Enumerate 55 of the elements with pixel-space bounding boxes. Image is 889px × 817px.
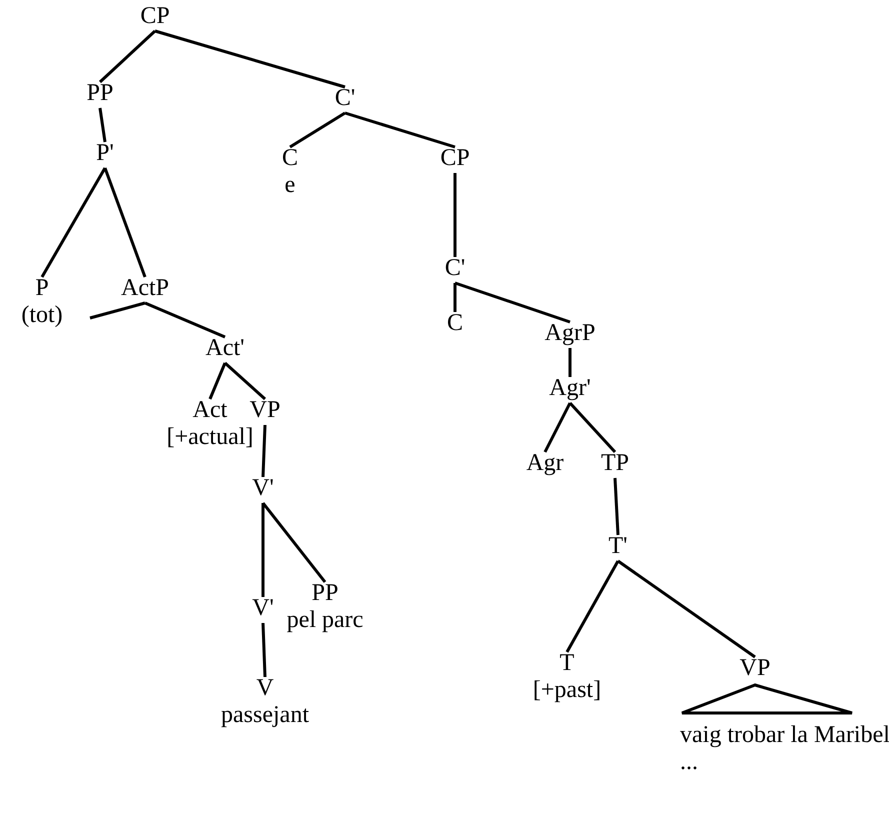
leaf-text: passejant xyxy=(221,702,309,729)
node-label: PP xyxy=(86,80,114,107)
tree-branch-line xyxy=(90,302,146,320)
node-label: T' xyxy=(608,533,628,560)
tree-branch-line xyxy=(262,622,266,678)
node-label: ActP xyxy=(121,275,169,302)
node-label: CP xyxy=(440,145,470,172)
tree-branch-line xyxy=(224,362,266,400)
node-label: C' xyxy=(334,85,356,112)
tree-branch-line xyxy=(98,108,106,142)
tree-branch-line xyxy=(568,348,572,377)
node-label: VP xyxy=(740,655,770,682)
node-label: C xyxy=(447,310,463,337)
tree-branch-line xyxy=(544,402,572,453)
node-label: AgrP xyxy=(544,320,596,347)
tree-branch-line xyxy=(208,362,226,400)
node-label: Act' xyxy=(206,335,244,362)
node-label: V' xyxy=(252,475,274,502)
node-label: P xyxy=(34,275,50,302)
tree-branch-line xyxy=(104,167,146,278)
node-label: PP xyxy=(310,580,340,607)
tree-branch-line xyxy=(568,402,616,454)
node-label: V xyxy=(255,675,275,702)
tree-branch-line xyxy=(262,502,326,583)
leaf-text: (tot) xyxy=(21,302,63,329)
leaf-text: ... xyxy=(680,749,699,776)
tree-branch-line xyxy=(40,167,106,278)
leaf-text: pel parc xyxy=(286,607,364,634)
tree-branch-line xyxy=(566,560,620,653)
leaf-text: [+past] xyxy=(532,677,602,704)
node-label: TP xyxy=(601,450,629,477)
leaf-text: [+actual] xyxy=(166,424,254,451)
node-label: V' xyxy=(252,595,274,622)
node-label: C' xyxy=(444,255,466,282)
tree-branch-line xyxy=(454,283,456,312)
node-label: Agr xyxy=(526,450,564,477)
tree-branch-line xyxy=(614,478,620,536)
node-label: Agr' xyxy=(549,375,591,402)
tree-branch-line xyxy=(154,30,346,88)
node-label: T xyxy=(558,650,576,677)
leaf-text: e xyxy=(284,172,296,199)
tree-branch-line xyxy=(98,30,156,84)
tree-branch-line xyxy=(454,282,570,324)
tree-branch-line xyxy=(454,173,456,257)
node-label: Act xyxy=(192,397,228,424)
node-label: CP xyxy=(140,3,170,30)
tree-branch-line xyxy=(289,112,346,148)
tree-branch-line xyxy=(262,424,266,478)
node-label: P' xyxy=(96,140,114,167)
node-label: C xyxy=(282,145,298,172)
tree-branch-line xyxy=(262,503,264,597)
tree-branch-line xyxy=(144,302,226,338)
node-label: VP xyxy=(250,397,280,424)
tree-branch-line xyxy=(617,560,756,658)
tree-branch-line xyxy=(344,112,456,148)
